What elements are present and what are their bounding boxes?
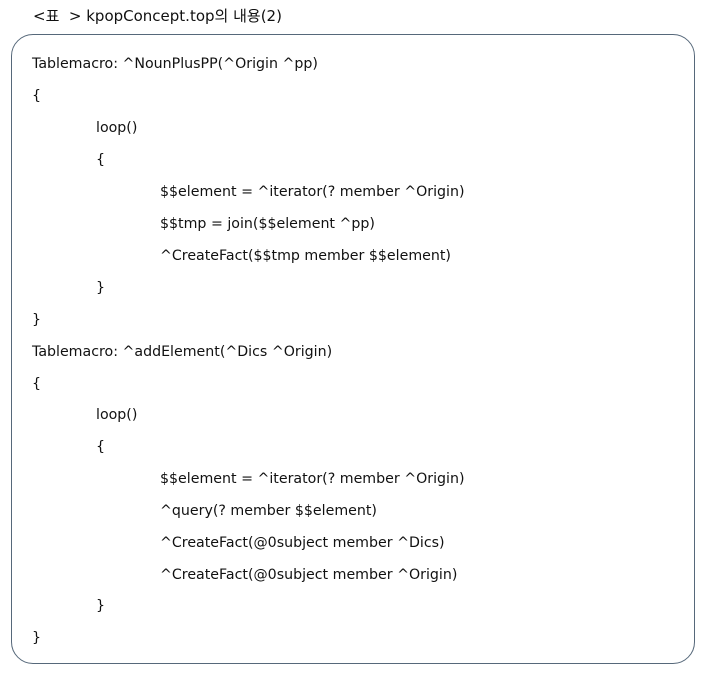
code-line: } [96, 280, 106, 296]
code-line: ^CreateFact(@0subject member ^Dics) [160, 535, 445, 551]
code-line: $$element = ^iterator(? member ^Origin) [160, 184, 465, 200]
code-line: ^CreateFact(@0subject member ^Origin) [160, 567, 458, 583]
code-line: loop() [96, 407, 138, 423]
table-caption: <표 > kpopConcept.top의 내용(2) [33, 7, 282, 25]
code-line: Tablemacro: ^addElement(^Dics ^Origin) [32, 344, 333, 360]
code-line: { [96, 152, 106, 168]
code-line: { [32, 376, 42, 392]
code-line: } [32, 630, 42, 646]
code-line: ^query(? member $$element) [160, 503, 377, 519]
code-line: loop() [96, 120, 138, 136]
code-listing-box [11, 34, 695, 664]
code-line: } [96, 598, 106, 614]
code-line: $$tmp = join($$element ^pp) [160, 216, 375, 232]
code-line: $$element = ^iterator(? member ^Origin) [160, 471, 465, 487]
code-line: Tablemacro: ^NounPlusPP(^Origin ^pp) [32, 56, 318, 72]
code-line: ^CreateFact($$tmp member $$element) [160, 248, 451, 264]
code-line: { [96, 439, 106, 455]
code-line: { [32, 88, 42, 104]
code-line: } [32, 312, 42, 328]
